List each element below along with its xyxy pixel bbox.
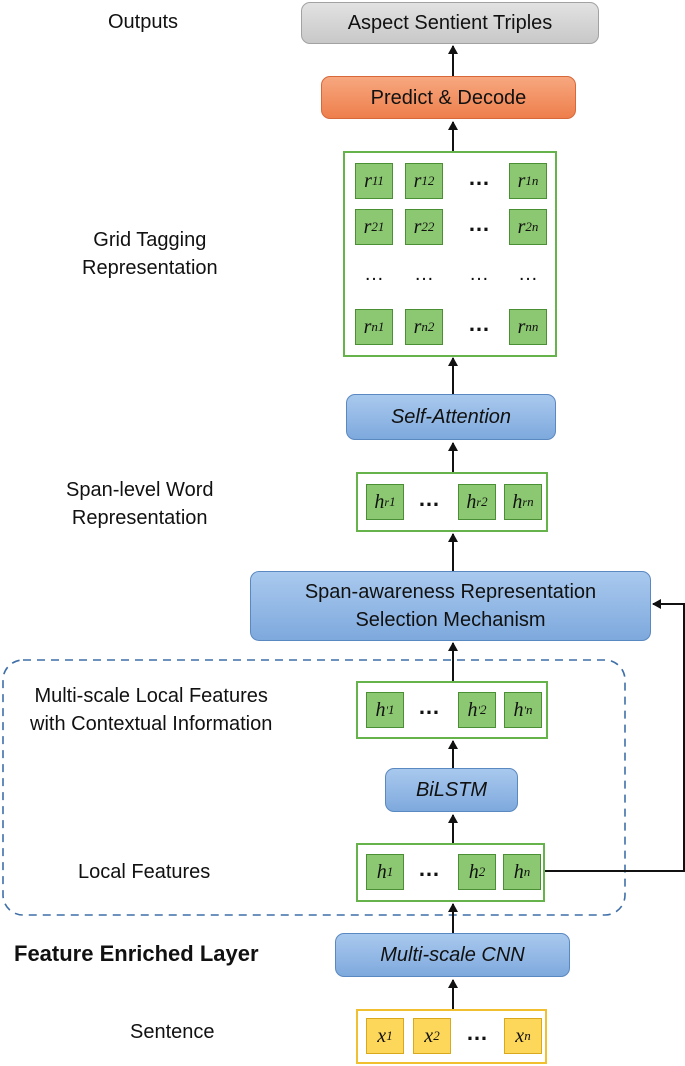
skip-arrow-local-to-span-awareness bbox=[545, 599, 685, 872]
context-vector-cell: h'n bbox=[504, 692, 542, 728]
sentence-label: Sentence bbox=[130, 1021, 215, 1043]
ellipsis: … bbox=[414, 263, 434, 285]
multi-scale-cnn-box: Multi-scale CNN bbox=[335, 933, 570, 977]
ellipsis: … bbox=[364, 263, 384, 285]
self-attention-box: Self-Attention bbox=[346, 394, 556, 440]
ellipsis: … bbox=[418, 694, 440, 719]
ellipsis: … bbox=[469, 263, 489, 285]
predict-decode-box: Predict & Decode bbox=[321, 76, 576, 119]
context-vector-cell: h'2 bbox=[458, 692, 496, 728]
ellipsis: … bbox=[468, 165, 490, 190]
aspect-sentient-triples-box: Aspect Sentient Triples bbox=[301, 2, 599, 44]
ellipsis: … bbox=[418, 486, 440, 511]
local-features-label: Local Features bbox=[78, 861, 211, 883]
ellipsis: … bbox=[468, 211, 490, 236]
ellipsis: … bbox=[418, 856, 440, 881]
outputs-label: Outputs bbox=[108, 11, 179, 33]
ellipsis: … bbox=[518, 263, 538, 285]
ellipsis: … bbox=[466, 1020, 488, 1045]
bilstm-box: BiLSTM bbox=[385, 768, 518, 812]
context-vector-cell: h'1 bbox=[366, 692, 404, 728]
ellipsis: … bbox=[468, 311, 490, 336]
feature-enriched-layer-label: Feature Enriched Layer bbox=[14, 941, 259, 966]
feature-enriched-region bbox=[2, 659, 626, 916]
